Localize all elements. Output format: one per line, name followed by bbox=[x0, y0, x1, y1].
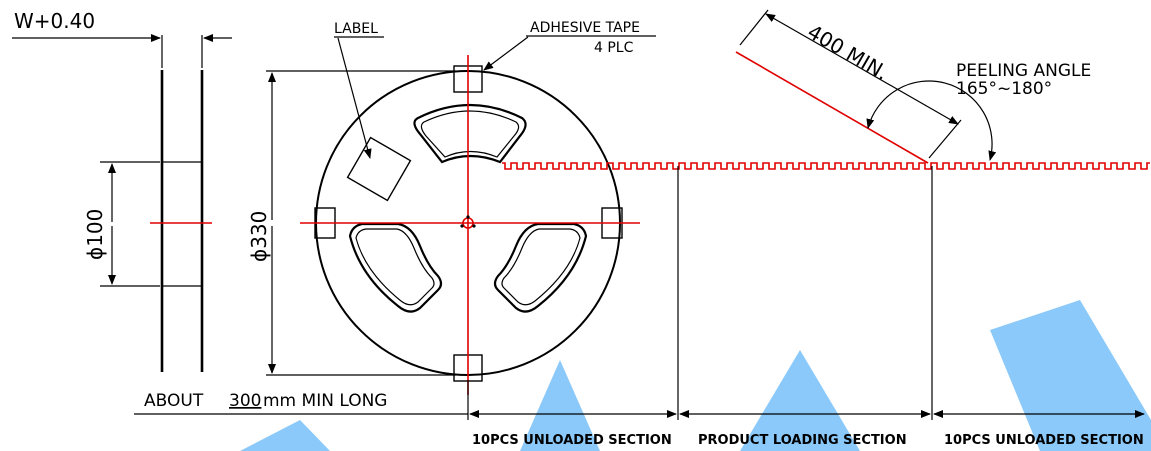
section-label-loading: PRODUCT LOADING SECTION bbox=[698, 433, 907, 448]
adhesive-tape-callout bbox=[483, 35, 656, 71]
reel-diameter-label: ϕ330 bbox=[247, 211, 271, 262]
section-label-unloaded-left: 10PCS UNLOADED SECTION bbox=[472, 433, 672, 448]
about-note-rest: mm MIN LONG bbox=[263, 391, 387, 411]
tape-pockets bbox=[502, 162, 1150, 170]
about-note-value: 300 bbox=[229, 391, 261, 411]
peeling-angle-range: 165°~180° bbox=[956, 79, 1052, 99]
adhesive-tape-text: ADHESIVE TAPE bbox=[530, 20, 640, 36]
leader-length-label: 400 MIN. bbox=[804, 20, 893, 85]
about-note-prefix: ABOUT bbox=[144, 391, 204, 411]
peeling-angle-title: PEELING ANGLE bbox=[956, 61, 1091, 81]
adhesive-tape-count: 4 PLC bbox=[594, 40, 634, 56]
peel-leader bbox=[735, 9, 997, 164]
label-callout bbox=[334, 36, 384, 159]
reel-side-view bbox=[12, 34, 232, 372]
hub-diameter-label: ϕ100 bbox=[83, 209, 107, 260]
label-callout-text: LABEL bbox=[334, 21, 378, 37]
width-tolerance-label: W+0.40 bbox=[14, 9, 95, 33]
carrier-tape bbox=[502, 162, 1150, 170]
section-dimensions bbox=[467, 166, 1145, 420]
section-label-unloaded-right: 10PCS UNLOADED SECTION bbox=[944, 433, 1144, 448]
reel-front-view bbox=[266, 55, 640, 395]
